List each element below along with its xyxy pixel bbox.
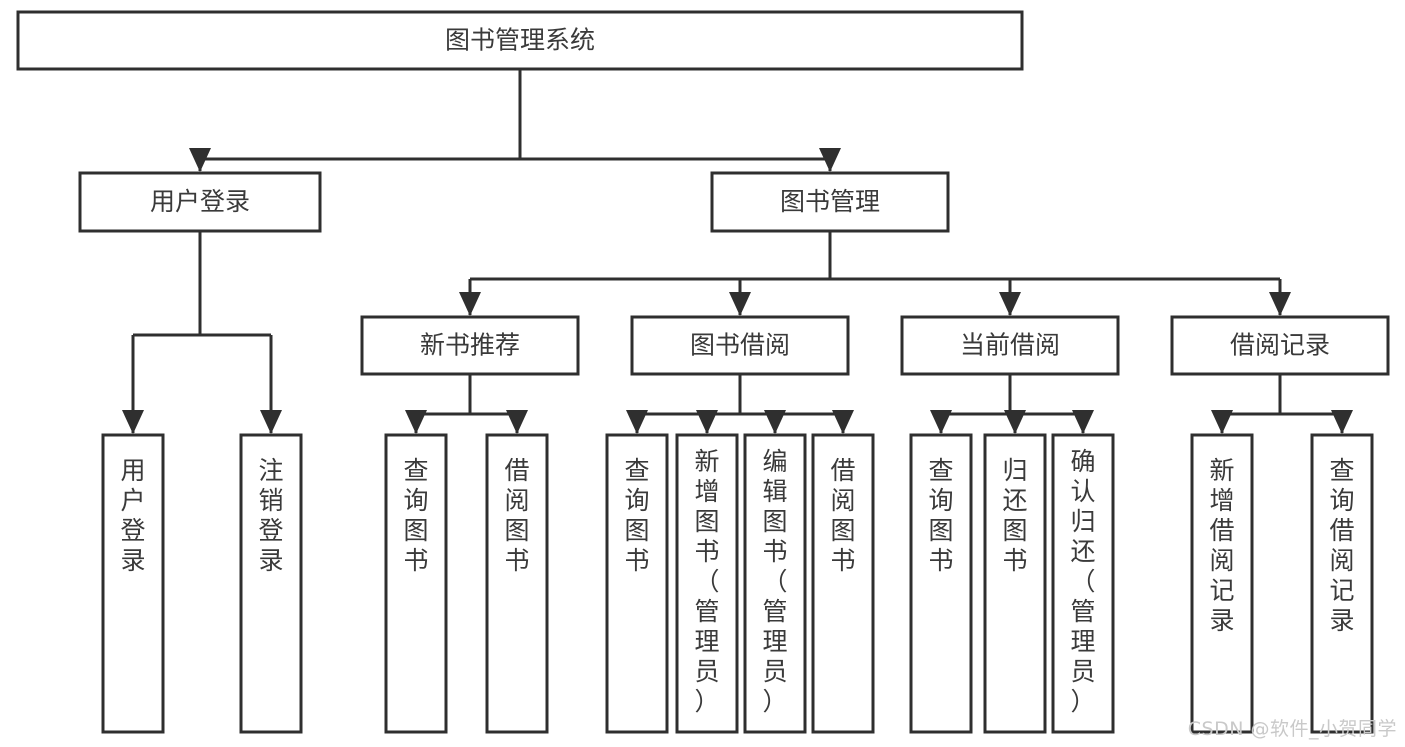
node-leaf-return-book[interactable]: 归还图书 [983, 433, 1047, 734]
arrowhead [459, 292, 481, 316]
arrowhead [696, 410, 718, 434]
arrowhead [506, 410, 528, 434]
node-leaf-query-book-recommend[interactable]: 查询图书 [384, 433, 448, 734]
edges-from-root [189, 69, 841, 172]
node-label: 当前借阅 [960, 331, 1060, 360]
node-label: 图书借阅 [690, 331, 790, 360]
arrowhead [832, 410, 854, 434]
node-box [909, 433, 973, 734]
node-label: 新增图书（管理员） [694, 447, 719, 716]
node-box [605, 433, 669, 734]
node-box [1190, 433, 1254, 734]
node-layer: 图书管理系统用户登录图书管理新书推荐图书借阅当前借阅借阅记录用户登录注销登录查询… [16, 10, 1390, 734]
node-box [1310, 433, 1374, 734]
node-label: 新增借阅记录 [1209, 456, 1234, 635]
node-box [1051, 433, 1115, 734]
node-box [239, 433, 303, 734]
arrowhead [626, 410, 648, 434]
arrowhead [122, 410, 144, 434]
node-box [743, 433, 807, 734]
node-current-borrow[interactable]: 当前借阅 [900, 315, 1120, 376]
node-leaf-add-book-admin[interactable]: 新增图书（管理员） [675, 433, 739, 734]
node-leaf-borrow-book[interactable]: 借阅图书 [811, 433, 875, 734]
node-box [384, 433, 448, 734]
arrowhead [999, 292, 1021, 316]
node-box [360, 315, 580, 376]
node-leaf-edit-book-admin[interactable]: 编辑图书（管理员） [743, 433, 807, 734]
arrowhead [1211, 410, 1233, 434]
edges-from-book-borrow [626, 374, 854, 434]
node-user-login[interactable]: 用户登录 [78, 171, 322, 233]
node-box [900, 315, 1120, 376]
node-borrow-record[interactable]: 借阅记录 [1170, 315, 1390, 376]
node-box [675, 433, 739, 734]
node-box [630, 315, 850, 376]
arrowhead [189, 148, 211, 172]
node-box [710, 171, 950, 233]
node-label: 用户登录 [120, 456, 145, 575]
node-label: 查询借阅记录 [1329, 456, 1354, 635]
node-leaf-query-book-current[interactable]: 查询图书 [909, 433, 973, 734]
arrowhead [1004, 410, 1026, 434]
arrowhead [260, 410, 282, 434]
node-leaf-borrow-book-recommend[interactable]: 借阅图书 [485, 433, 549, 734]
node-label: 查询图书 [928, 456, 953, 575]
node-label: 查询图书 [624, 456, 649, 575]
arrowhead [1269, 292, 1291, 316]
node-label: 借阅图书 [504, 456, 529, 575]
node-label: 图书管理 [780, 187, 880, 216]
node-leaf-logout[interactable]: 注销登录 [239, 433, 303, 734]
edges-from-new-book-recommend [405, 374, 528, 434]
node-box [811, 433, 875, 734]
node-root[interactable]: 图书管理系统 [16, 10, 1024, 71]
node-label: 借阅记录 [1230, 331, 1330, 360]
node-new-book-recommend[interactable]: 新书推荐 [360, 315, 580, 376]
arrowhead [930, 410, 952, 434]
edges-from-user-login [122, 231, 282, 434]
node-label: 用户登录 [150, 187, 250, 216]
node-leaf-confirm-return-admin[interactable]: 确认归还（管理员） [1051, 433, 1115, 734]
node-leaf-user-login[interactable]: 用户登录 [101, 433, 165, 734]
node-book-borrow[interactable]: 图书借阅 [630, 315, 850, 376]
edges-from-borrow-record [1211, 374, 1353, 434]
node-box [1170, 315, 1390, 376]
node-box [16, 10, 1024, 71]
node-leaf-query-book-borrow[interactable]: 查询图书 [605, 433, 669, 734]
node-leaf-add-borrow-record[interactable]: 新增借阅记录 [1190, 433, 1254, 734]
node-leaf-query-borrow-record[interactable]: 查询借阅记录 [1310, 433, 1374, 734]
node-box [101, 433, 165, 734]
arrowhead [1072, 410, 1094, 434]
node-label: 编辑图书（管理员） [762, 447, 787, 716]
node-label: 借阅图书 [830, 456, 855, 575]
connector-layer [122, 69, 1353, 434]
arrowhead [729, 292, 751, 316]
arrowhead [764, 410, 786, 434]
arrowhead [1331, 410, 1353, 434]
node-box [78, 171, 322, 233]
edges-from-current-borrow [930, 374, 1094, 434]
arrowhead [819, 148, 841, 172]
node-box [485, 433, 549, 734]
node-label: 图书管理系统 [445, 26, 595, 55]
node-label: 新书推荐 [420, 331, 520, 360]
node-label: 归还图书 [1002, 456, 1027, 575]
node-box [983, 433, 1047, 734]
node-book-management[interactable]: 图书管理 [710, 171, 950, 233]
arrowhead [405, 410, 427, 434]
node-label: 查询图书 [403, 456, 428, 575]
node-label: 注销登录 [258, 456, 283, 575]
csdn-watermark: CSDN @软件_小贺同学 [1187, 718, 1397, 740]
edges-from-book-management [459, 231, 1291, 316]
node-label: 确认归还（管理员） [1070, 447, 1095, 716]
